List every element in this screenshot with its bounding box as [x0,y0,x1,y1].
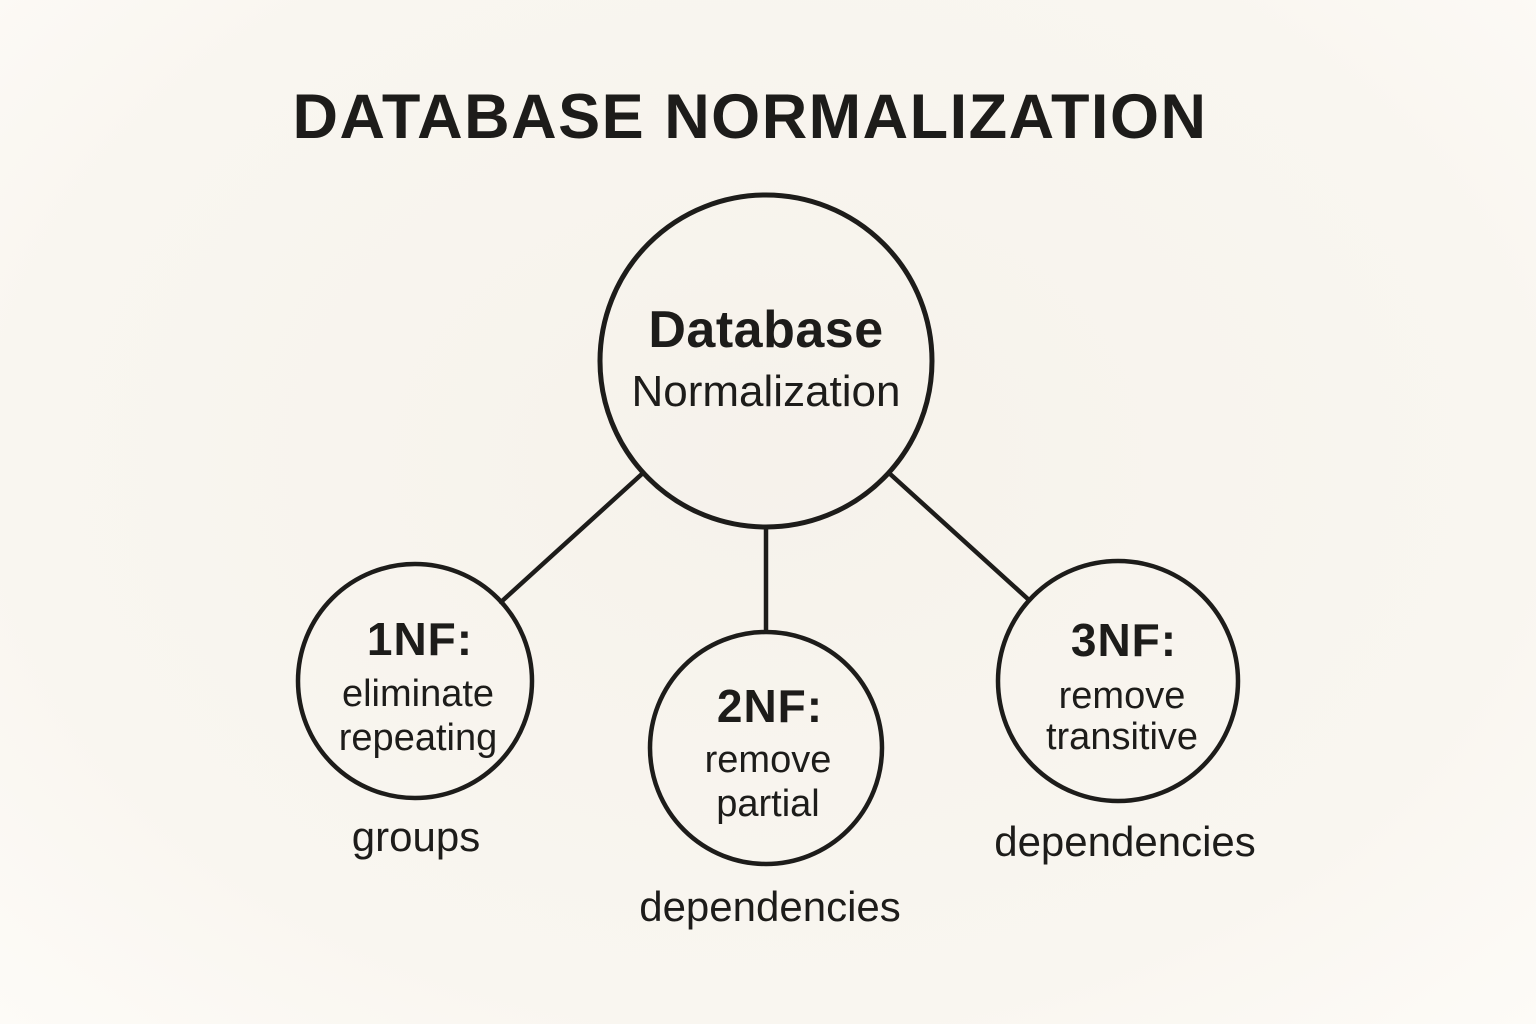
node-2nf-circle [647,629,885,867]
central-node-label-line2: Normalization [632,367,901,416]
node-3nf-circle [995,558,1241,804]
node-3nf-overflow-word: dependencies [994,818,1256,865]
node-1nf-line1: eliminate [342,673,494,715]
node-2nf-line1: remove [705,739,832,781]
central-node-circle [597,192,935,530]
node-3nf: 3NF: remove transitive dependencies [994,558,1256,865]
node-1nf-line2: repeating [339,717,497,759]
connector-central-to-1nf [498,470,646,605]
page-title: DATABASE NORMALIZATION [293,82,1208,152]
node-1nf-circle [295,561,535,801]
central-node-label-line1: Database [648,301,883,359]
connector-central-to-3nf [886,470,1032,603]
node-3nf-line2: transitive [1046,716,1198,758]
node-1nf: 1NF: eliminate repeating groups [295,561,535,860]
node-3nf-heading: 3NF: [1071,614,1177,666]
node-2nf-heading: 2NF: [717,680,823,732]
node-2nf: 2NF: remove partial dependencies [639,629,901,930]
node-1nf-heading: 1NF: [367,613,473,665]
node-2nf-line2: partial [716,783,820,825]
node-1nf-overflow-word: groups [352,813,480,860]
node-2nf-overflow-word: dependencies [639,883,901,930]
node-3nf-line1: remove [1059,675,1186,717]
